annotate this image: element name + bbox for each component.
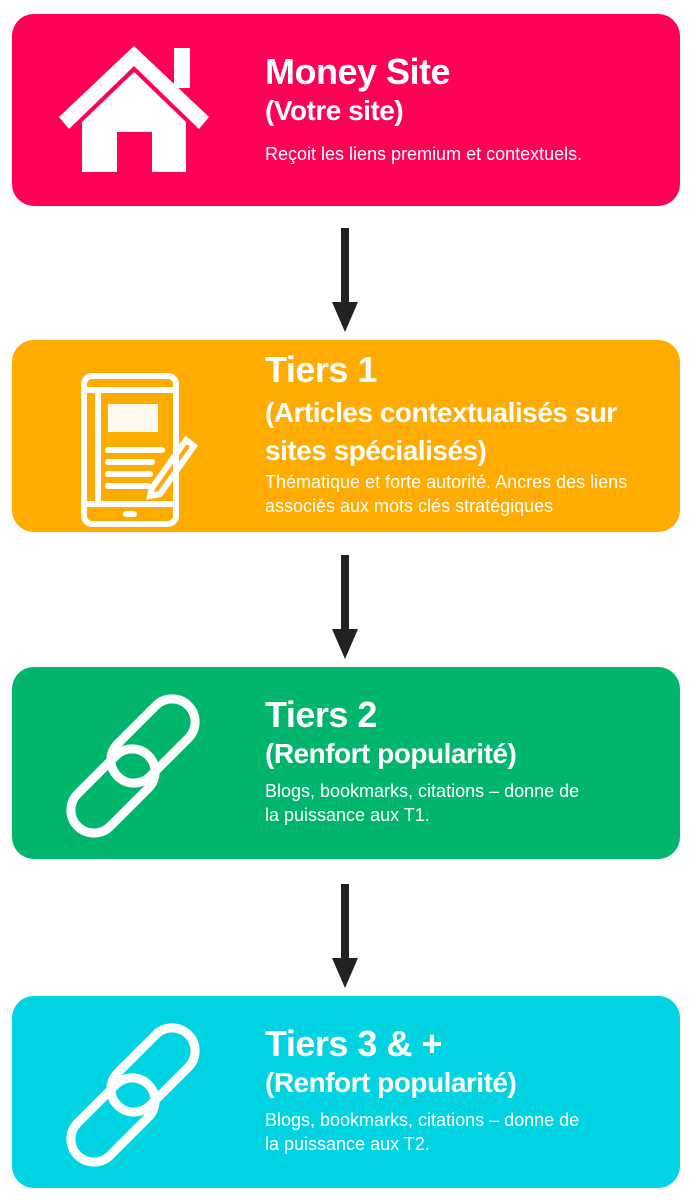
arrow-down-icon	[332, 228, 358, 332]
tier-money-site: Money Site (Votre site) Reçoit les liens…	[12, 14, 680, 206]
tier-3: Tiers 3 & + (Renfort popularité) Blogs, …	[12, 996, 680, 1188]
tablet-pen-icon	[81, 373, 199, 527]
tier-1: Tiers 1 (Articles contextualisés sur sit…	[12, 340, 680, 532]
chain-link-icon	[66, 1023, 200, 1167]
tier-description: Blogs, bookmarks, citations – donne de l…	[265, 1110, 580, 1154]
tier-title: Money Site	[265, 51, 451, 92]
tier-subtitle: (Renfort popularité)	[265, 1067, 517, 1098]
tier-2: Tiers 2 (Renfort popularité) Blogs, book…	[12, 667, 680, 859]
tier-title: Tiers 3 & +	[265, 1023, 442, 1064]
tier-subtitle: (Votre site)	[265, 95, 404, 126]
tier-description: Thématique et forte autorité. Ancres des…	[265, 472, 628, 516]
tier-title: Tiers 1	[265, 349, 377, 390]
tier-title: Tiers 2	[265, 694, 377, 735]
tier-subtitle: (Articles contextualisés sur sites spéci…	[265, 397, 617, 466]
chain-link-icon	[66, 694, 200, 838]
tier-description: Blogs, bookmarks, citations – donne de l…	[265, 781, 580, 825]
tier-subtitle: (Renfort popularité)	[265, 738, 517, 769]
arrow-down-icon	[332, 884, 358, 988]
arrow-down-icon	[332, 555, 358, 659]
tier-description: Reçoit les liens premium et contextuels.	[265, 144, 583, 164]
house-icon	[59, 46, 209, 172]
